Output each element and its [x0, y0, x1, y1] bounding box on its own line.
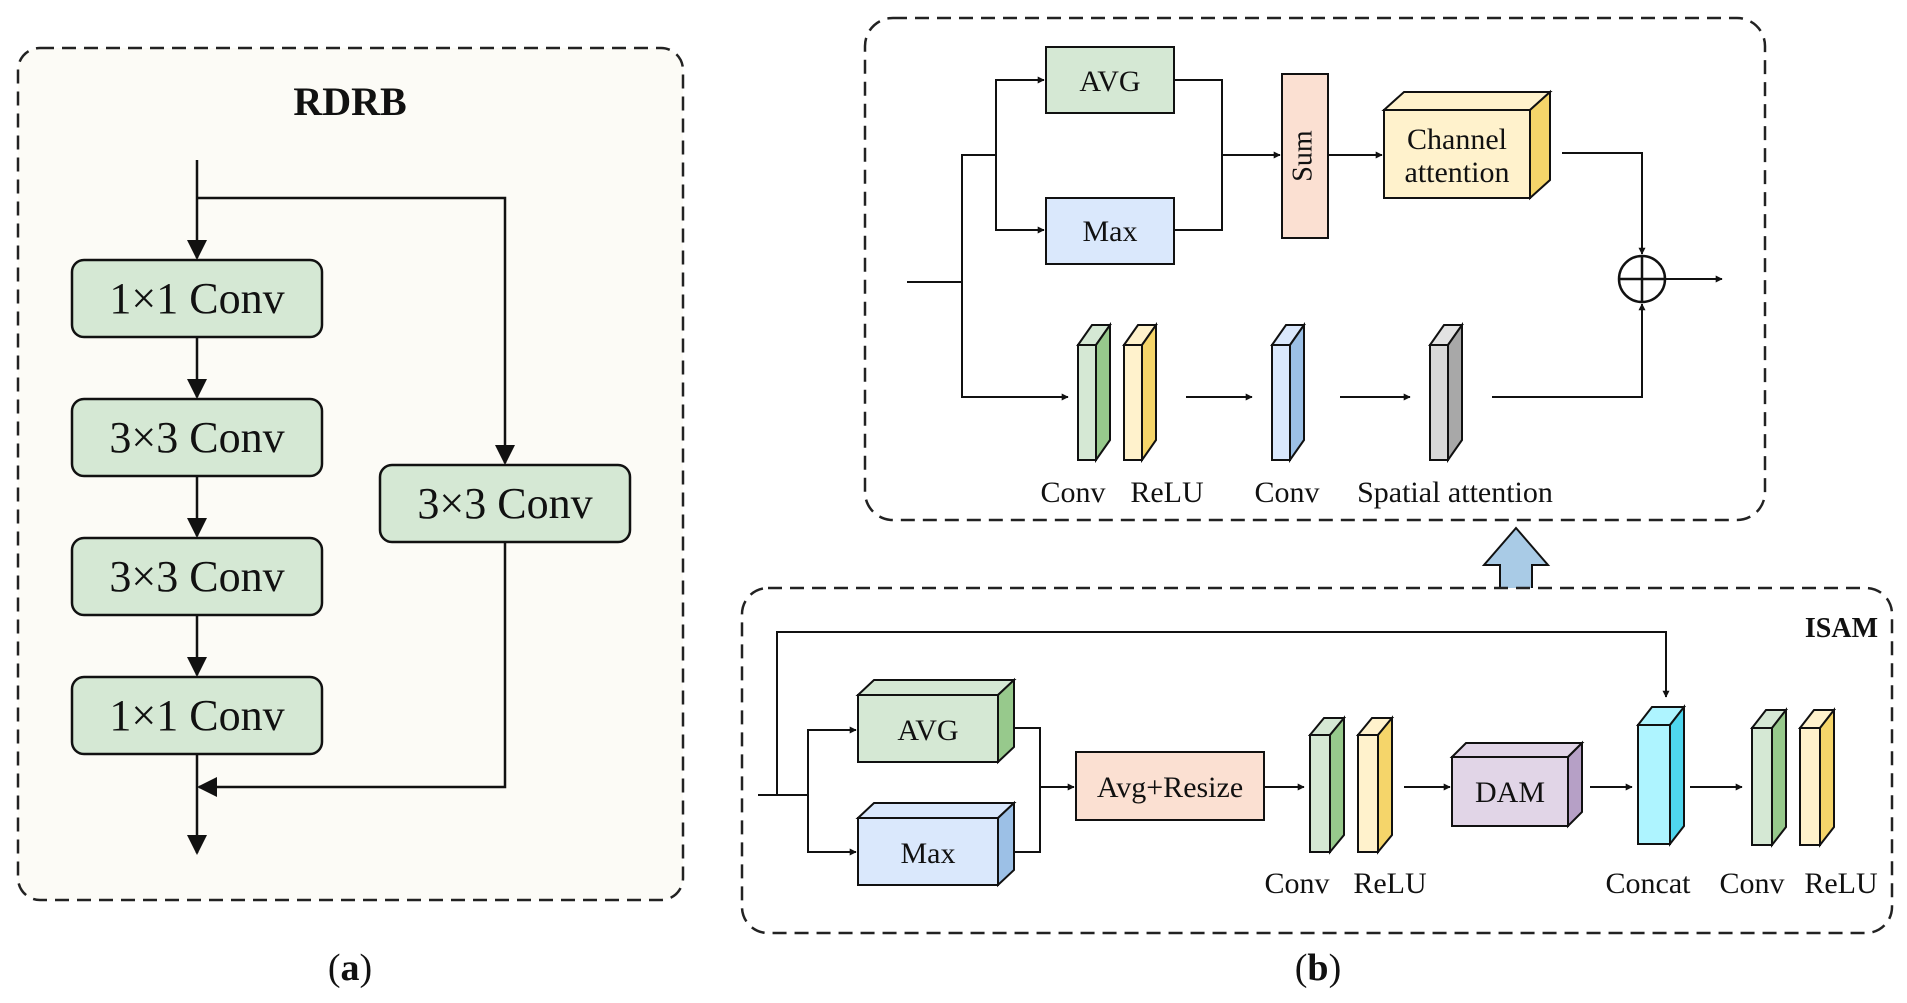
- concat-slab: [1635, 704, 1687, 847]
- att-relu-label: ReLU: [1130, 476, 1204, 509]
- avg-resize-label: Avg+Resize: [1097, 771, 1243, 804]
- isam-conv2-slab: [1749, 707, 1789, 848]
- att-max-out: [1174, 155, 1223, 231]
- att-avg-out: [1174, 79, 1223, 155]
- isam-avg-box: AVG: [855, 677, 1017, 765]
- att-max-box: [1045, 197, 1175, 265]
- isam-title: ISAM: [1805, 613, 1878, 644]
- rdrb-block-3-label: 3×3 Conv: [109, 552, 284, 601]
- att-to-max: [995, 155, 1045, 234]
- rdrb-block-2-label: 3×3 Conv: [109, 413, 284, 462]
- isam-avg-out: [1014, 727, 1041, 787]
- panel-b-attention: AVG Max Sum Channel attention: [863, 16, 1767, 522]
- isam-relu-slab: [1355, 715, 1395, 855]
- channel-attention-label-1: Channel: [1407, 123, 1507, 156]
- isam-to-max: [807, 795, 857, 856]
- spatial-attention-label: Spatial attention: [1357, 476, 1553, 509]
- isam-relu2-slab: [1797, 707, 1837, 848]
- panel-a-title: RDRB: [293, 79, 406, 124]
- isam-relu2-label: ReLU: [1804, 867, 1878, 900]
- att-branch-bottom: [961, 282, 1069, 401]
- att-max-label: Max: [1083, 215, 1138, 248]
- att-relu-slab: [1122, 321, 1158, 464]
- isam-conv-label: Conv: [1264, 867, 1329, 900]
- isam-max-out: [1014, 787, 1041, 853]
- rdrb-block-4-label: 1×1 Conv: [109, 691, 284, 740]
- att-channel-out: [1562, 152, 1646, 255]
- att-spatial-out: [1492, 303, 1646, 398]
- dam-box: DAM: [1449, 740, 1585, 829]
- rdrb-side-block-label: 3×3 Conv: [417, 479, 592, 528]
- rdrb-block-1-label: 1×1 Conv: [109, 274, 284, 323]
- att-conv-slab: [1076, 321, 1112, 464]
- spatial-attention-slab: [1428, 321, 1464, 464]
- channel-attention-box: Channel attention: [1381, 89, 1553, 201]
- caption-a: (a): [328, 947, 372, 989]
- channel-attention-label-2: attention: [1405, 156, 1510, 189]
- avg-resize-box: [1075, 751, 1265, 821]
- panel-a-rdrb: RDRB 1×1 Conv 3×3 Conv 3×3 Conv 1×1 Conv…: [16, 46, 685, 989]
- add-node: [1617, 254, 1667, 304]
- rdrb-merge-line: [197, 542, 507, 797]
- isam-conv-slab: [1307, 715, 1347, 855]
- caption-b: (b): [1295, 947, 1341, 989]
- isam-max-box: Max: [855, 800, 1017, 888]
- isam-avg-label: AVG: [897, 714, 958, 747]
- isam-to-avg: [807, 726, 857, 795]
- panel-b-isam: ISAM AVG Max Avg+Resize: [740, 586, 1894, 935]
- att-conv2-slab: [1270, 321, 1306, 464]
- att-branch-top: [961, 154, 996, 282]
- att-sum-box: [1281, 73, 1329, 239]
- att-avg-box: [1045, 46, 1175, 114]
- isam-skip-line: [776, 631, 1670, 795]
- att-to-avg: [995, 76, 1045, 155]
- isam-conv2-label: Conv: [1719, 867, 1784, 900]
- dam-label: DAM: [1475, 776, 1545, 809]
- concat-label: Concat: [1606, 867, 1692, 900]
- att-avg-label: AVG: [1079, 65, 1140, 98]
- att-conv-label: Conv: [1040, 476, 1105, 509]
- rdrb-skip-line: [197, 196, 515, 465]
- att-conv2-label: Conv: [1254, 476, 1319, 509]
- isam-relu-label: ReLU: [1353, 867, 1427, 900]
- isam-max-label: Max: [901, 837, 956, 870]
- att-sum-label: Sum: [1287, 130, 1318, 182]
